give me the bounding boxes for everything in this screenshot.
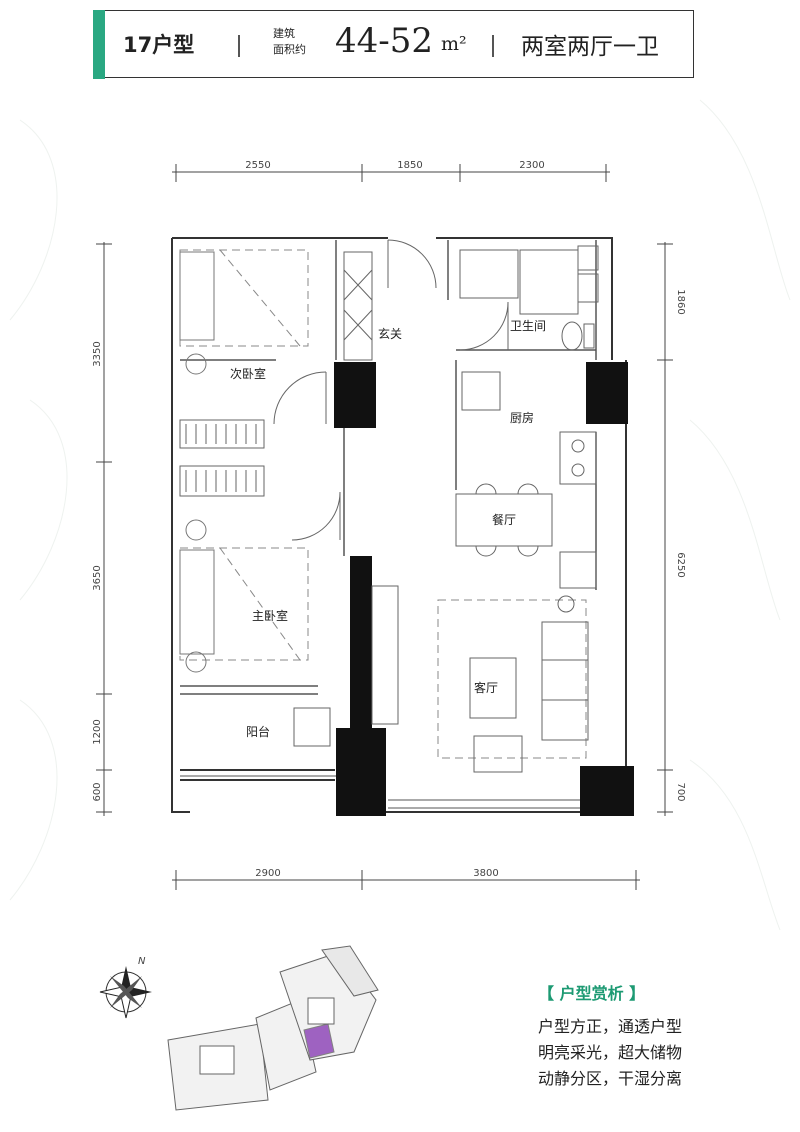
compass-north-label: N	[138, 956, 146, 967]
feature-line: 动静分区，干湿分离	[538, 1069, 683, 1088]
room-label-kitchen: 厨房	[510, 410, 534, 425]
room-label-bathroom: 卫生间	[510, 319, 546, 333]
area-label-line1: 建筑	[273, 27, 295, 40]
header-accent-bar	[93, 9, 105, 79]
dim-right-2: 6250	[675, 552, 686, 577]
feature-line: 明亮采光，超大储物	[538, 1043, 683, 1062]
room-label-second-bedroom: 次卧室	[230, 366, 266, 381]
header-divider	[492, 35, 494, 57]
dim-left-2: 3650	[92, 565, 103, 590]
room-label-living: 客厅	[474, 680, 498, 695]
unit-header: 17户型 建筑 面积约 44-52 m² 两室两厅一卫	[93, 9, 694, 79]
room-label-dining: 餐厅	[492, 512, 516, 527]
feature-line: 户型方正，通透户型	[538, 1017, 683, 1036]
compass-rose-icon	[99, 966, 152, 1019]
dim-left-3: 1200	[92, 719, 103, 744]
area-unit: m²	[441, 33, 467, 55]
features-title: 【 户型赏析 】	[538, 984, 646, 1003]
site-plan-map	[167, 945, 379, 1111]
room-label-foyer: 玄关	[378, 326, 402, 341]
unit-type-title: 17户型	[123, 33, 195, 57]
dim-right-1: 1860	[675, 289, 686, 314]
dim-right-3: 700	[675, 782, 686, 801]
dim-top-2: 1850	[397, 160, 422, 171]
dim-bottom-1: 2900	[255, 868, 280, 879]
area-value: 44-52	[335, 21, 434, 61]
room-label-balcony: 阳台	[246, 724, 270, 739]
room-label-master-bedroom: 主卧室	[252, 608, 288, 623]
dim-left-4: 600	[92, 782, 103, 801]
header-divider	[238, 35, 240, 57]
structural-columns	[334, 362, 634, 816]
dim-top-3: 2300	[519, 160, 544, 171]
dim-left-1: 3350	[92, 341, 103, 366]
features-panel: 【 户型赏析 】 户型方正，通透户型 明亮采光，超大储物 动静分区，干湿分离	[538, 980, 768, 1092]
dim-top-1: 2550	[245, 160, 270, 171]
dim-bottom-2: 3800	[473, 868, 498, 879]
area-label-line2: 面积约	[273, 43, 306, 56]
layout-description: 两室两厅一卫	[521, 34, 659, 60]
